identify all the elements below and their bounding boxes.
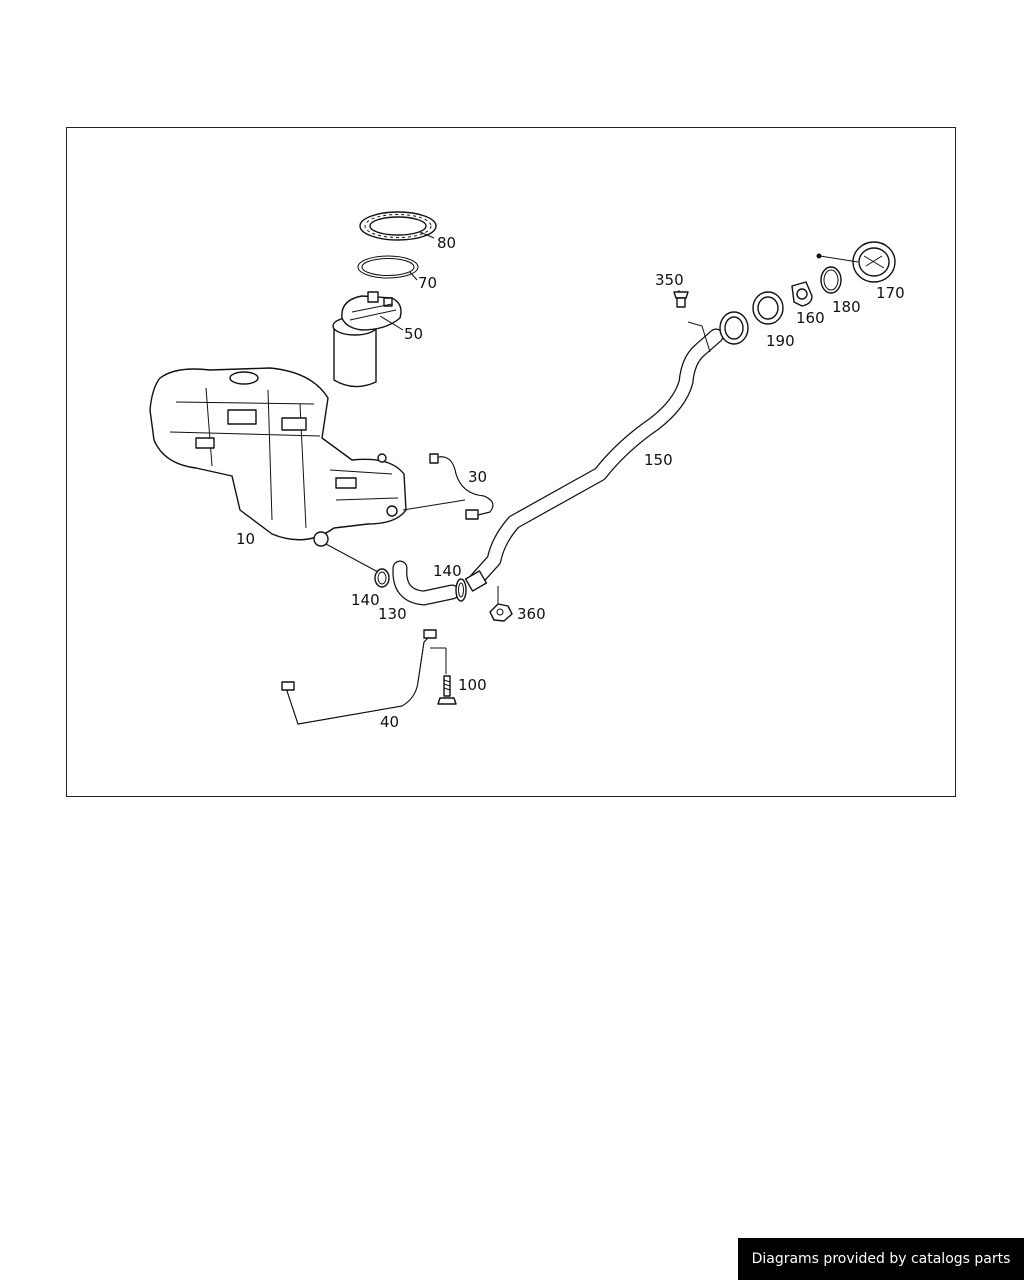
callout-150: 150 (644, 451, 673, 469)
callout-100: 100 (458, 676, 487, 694)
callout-160: 160 (796, 309, 825, 327)
part-180-o-ring[interactable] (820, 266, 842, 294)
callout-360: 360 (517, 605, 546, 623)
callout-130: 130 (378, 605, 407, 623)
part-170-fuel-cap[interactable] (816, 241, 896, 283)
part-140-hose-clamp-a[interactable] (374, 568, 390, 588)
callout-40: 40 (380, 713, 399, 731)
callout-50: 50 (404, 325, 423, 343)
part-30-vent-hose[interactable] (429, 453, 494, 520)
part-190-seal-ring[interactable] (752, 291, 784, 325)
part-360-nut[interactable] (489, 603, 513, 622)
callout-10: 10 (236, 530, 255, 548)
part-10-fuel-tank[interactable] (149, 367, 407, 547)
callout-180: 180 (832, 298, 861, 316)
part-350-rubber-buffer[interactable] (673, 291, 689, 308)
callout-30: 30 (468, 468, 487, 486)
part-50-fuel-pump[interactable] (332, 291, 402, 388)
callout-140-upper: 140 (433, 562, 462, 580)
callout-140-lower: 140 (351, 591, 380, 609)
callout-190: 190 (766, 332, 795, 350)
part-40-tank-strap[interactable] (281, 629, 437, 725)
footer-banner: Diagrams provided by catalogs parts (738, 1238, 1024, 1280)
callout-350: 350 (655, 271, 684, 289)
part-150-filler-pipe[interactable] (464, 311, 749, 592)
part-80-seal-flange[interactable] (359, 211, 437, 241)
callout-80: 80 (437, 234, 456, 252)
callout-70: 70 (418, 274, 437, 292)
part-140-hose-clamp-b[interactable] (455, 578, 467, 602)
part-130-filler-hose[interactable] (392, 560, 460, 606)
leader-lines (325, 231, 680, 674)
part-160-filler-insert[interactable] (791, 281, 813, 307)
part-100-bolt[interactable] (437, 675, 457, 705)
part-70-o-ring[interactable] (357, 255, 419, 279)
callout-170: 170 (876, 284, 905, 302)
